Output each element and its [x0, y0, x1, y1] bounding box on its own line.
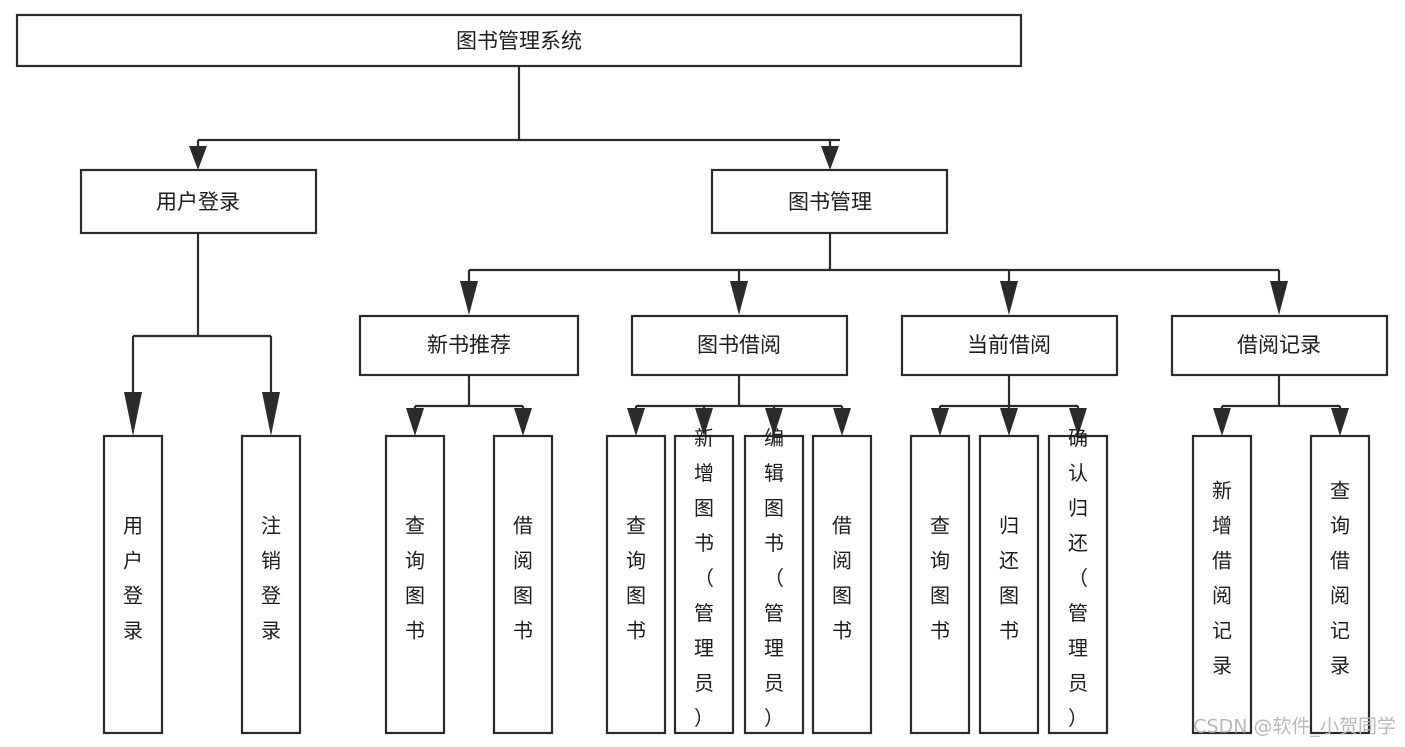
node-book-manage[interactable]: 图书管理	[710, 168, 949, 235]
leaf-borrow-record-add-box[interactable]	[1191, 434, 1253, 735]
leaf-new-book-borrow-box[interactable]	[492, 434, 554, 735]
leaf-user-login-login[interactable]: 用户登录	[102, 434, 164, 735]
arrow-head-user-login	[189, 146, 207, 170]
arrow-head-book-manage	[821, 146, 839, 170]
leaf-new-book-borrow[interactable]: 借阅图书	[492, 434, 554, 735]
leaf-user-login-logout-label: 注销登录	[261, 514, 281, 643]
node-book-borrow[interactable]: 图书借阅	[630, 314, 849, 377]
leaf-current-borrow-confirm[interactable]: 确认归还（管理员）	[1047, 426, 1109, 735]
leaf-borrow-record-query-label: 查询借阅记录	[1330, 479, 1350, 678]
arrow-head-bookborrow-leaf-2	[695, 408, 713, 436]
arrow-head-borrow-record	[1270, 281, 1288, 315]
leaf-new-book-borrow-label: 借阅图书	[513, 514, 533, 643]
csdn-watermark: CSDN @软件_小贺同学	[1193, 716, 1396, 738]
leaf-book-borrow-borrow-label: 借阅图书	[832, 514, 852, 643]
leaf-new-book-query-label: 查询图书	[405, 514, 425, 643]
leaf-user-login-logout[interactable]: 注销登录	[240, 434, 302, 735]
arrow-head-newbook-leaf-2	[514, 408, 532, 436]
node-new-book-recommend-box[interactable]	[358, 314, 580, 377]
leaf-current-borrow-query-label: 查询图书	[930, 514, 950, 643]
leaf-current-borrow-query[interactable]: 查询图书	[909, 434, 971, 735]
arrow-head-bookborrow-leaf-1	[627, 408, 645, 436]
arrow-head-book-borrow	[730, 281, 748, 315]
connector-layer	[124, 67, 1349, 436]
arrow-head-borrowrecord-leaf-1	[1213, 408, 1231, 436]
node-book-borrow-box[interactable]	[630, 314, 849, 377]
node-current-borrow-label: 当前借阅	[967, 333, 1051, 357]
leaf-book-borrow-borrow-box[interactable]	[811, 434, 873, 735]
node-book-manage-label: 图书管理	[788, 190, 872, 214]
leaf-user-login-login-label: 用户登录	[123, 514, 143, 643]
arrow-head-newbook-leaf-1	[406, 408, 424, 436]
node-root-label: 图书管理系统	[456, 29, 582, 53]
leaf-borrow-record-query-box[interactable]	[1309, 434, 1371, 735]
node-new-book-recommend-label: 新书推荐	[427, 333, 511, 357]
leaf-borrow-record-add-label: 新增借阅记录	[1212, 479, 1232, 678]
leaf-new-book-query[interactable]: 查询图书	[384, 434, 446, 735]
leaf-current-borrow-return-box[interactable]	[978, 434, 1040, 735]
node-borrow-record-box[interactable]	[1170, 314, 1389, 377]
node-root[interactable]: 图书管理系统	[15, 13, 1023, 68]
arrow-head-currentborrow-leaf-1	[931, 408, 949, 436]
leaf-book-borrow-query[interactable]: 查询图书	[605, 434, 667, 735]
leaf-book-borrow-add[interactable]: 新增图书（管理员）	[673, 426, 735, 735]
leaf-borrow-record-add[interactable]: 新增借阅记录	[1191, 434, 1253, 735]
leaf-new-book-query-box[interactable]	[384, 434, 446, 735]
node-borrow-record[interactable]: 借阅记录	[1170, 314, 1389, 377]
node-new-book-recommend[interactable]: 新书推荐	[358, 314, 580, 377]
node-borrow-record-label: 借阅记录	[1237, 333, 1321, 357]
leaf-book-borrow-edit[interactable]: 编辑图书（管理员）	[743, 426, 805, 735]
node-book-manage-box[interactable]	[710, 168, 949, 235]
leaf-user-login-logout-box[interactable]	[240, 434, 302, 735]
leaf-book-borrow-edit-box[interactable]	[743, 434, 805, 735]
node-root-box[interactable]	[15, 13, 1023, 68]
node-book-borrow-label: 图书借阅	[697, 333, 781, 357]
leaf-book-borrow-edit-label: 编辑图书（管理员）	[764, 426, 784, 730]
arrow-head-current-borrow	[1000, 281, 1018, 315]
arrow-head-leaf-logout	[262, 392, 280, 436]
leaf-book-borrow-borrow[interactable]: 借阅图书	[811, 434, 873, 735]
leaf-current-borrow-query-box[interactable]	[909, 434, 971, 735]
leaf-borrow-record-query[interactable]: 查询借阅记录	[1309, 434, 1371, 735]
leaf-book-borrow-query-label: 查询图书	[626, 514, 646, 643]
arrow-head-bookborrow-leaf-3	[765, 408, 783, 436]
arrow-head-bookborrow-leaf-4	[833, 408, 851, 436]
node-current-borrow[interactable]: 当前借阅	[900, 314, 1119, 377]
leaf-current-borrow-return[interactable]: 归还图书	[978, 434, 1040, 735]
node-user-login[interactable]: 用户登录	[79, 168, 318, 235]
arrow-head-currentborrow-leaf-3	[1069, 408, 1087, 436]
leaf-book-borrow-add-box[interactable]	[673, 434, 735, 735]
leaf-current-borrow-confirm-box[interactable]	[1047, 434, 1109, 735]
arrow-head-leaf-user-login	[124, 392, 142, 436]
arrow-head-borrowrecord-leaf-2	[1331, 408, 1349, 436]
leaf-user-login-login-box[interactable]	[102, 434, 164, 735]
node-current-borrow-box[interactable]	[900, 314, 1119, 377]
arrow-head-currentborrow-leaf-2	[1000, 408, 1018, 436]
leaf-current-borrow-confirm-label: 确认归还（管理员）	[1068, 426, 1088, 730]
leaf-current-borrow-return-label: 归还图书	[999, 514, 1019, 643]
node-user-login-box[interactable]	[79, 168, 318, 235]
leaf-book-borrow-query-box[interactable]	[605, 434, 667, 735]
arrow-head-new-book-recommend	[460, 281, 478, 315]
leaf-book-borrow-add-label: 新增图书（管理员）	[694, 426, 714, 730]
node-user-login-label: 用户登录	[156, 190, 240, 214]
